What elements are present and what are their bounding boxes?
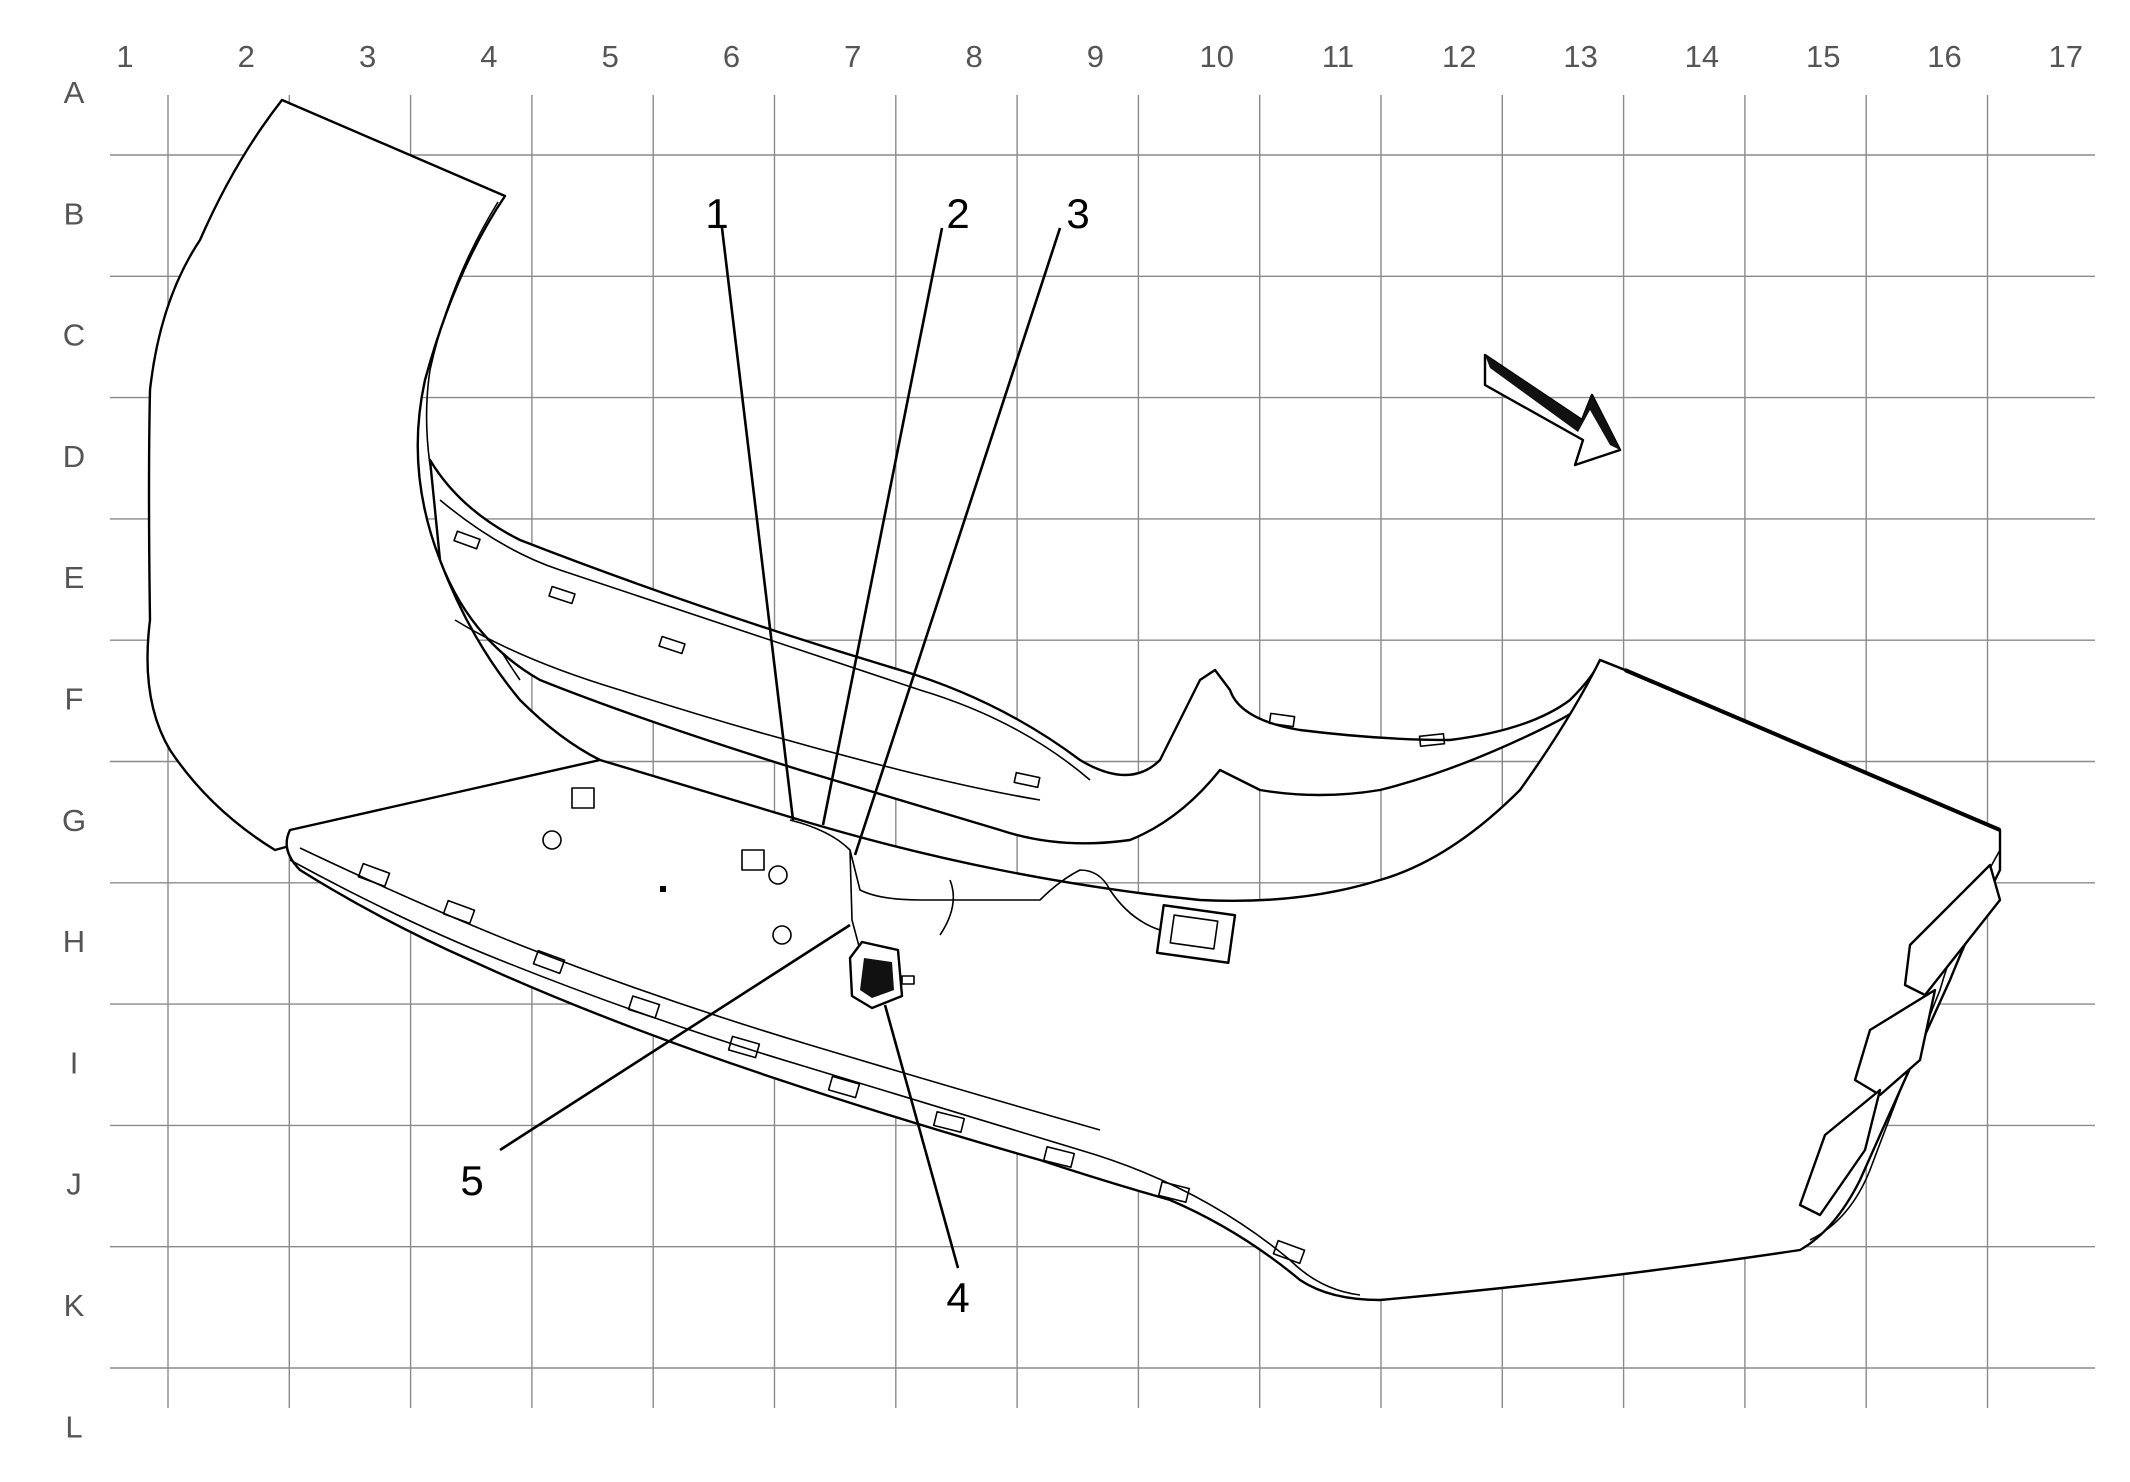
callout-label-2: 2 [946, 190, 969, 237]
harness-connector-inner [1169, 914, 1219, 950]
harness-connector [1155, 904, 1237, 964]
grid-row-label: J [66, 1167, 82, 1202]
grid-row-label: I [70, 1045, 79, 1080]
grid-row-label: B [64, 196, 85, 231]
mount-hole [772, 925, 792, 945]
grid-row-label: F [65, 682, 84, 717]
callout-label-4: 4 [946, 1274, 969, 1321]
leader-4 [883, 1004, 960, 1269]
grid-row-label: L [65, 1409, 82, 1444]
grid-column-label: 14 [1685, 39, 1719, 74]
grid-column-label: 7 [844, 39, 861, 74]
wiring-harness-branch [849, 849, 861, 951]
clip [442, 899, 476, 925]
sensor-module [848, 940, 915, 1010]
clip [1268, 712, 1296, 728]
grid-column-label: 8 [965, 39, 982, 74]
clip [1272, 1239, 1306, 1265]
grid-column-label: 17 [2049, 39, 2083, 74]
right-bracket-1 [1903, 863, 2002, 997]
mount-hole [768, 865, 788, 885]
clip [658, 635, 686, 655]
fascia-rear-face [285, 658, 2002, 1302]
leader-2 [821, 227, 944, 826]
clip [357, 862, 391, 888]
upper-ledge-clips [453, 530, 1446, 789]
leader-3 [853, 227, 1062, 856]
clip [1013, 771, 1041, 789]
grid-row-label: E [64, 560, 85, 595]
clip [932, 1111, 966, 1133]
grid-row-label: D [63, 439, 85, 474]
callout-label-3: 3 [1066, 190, 1089, 237]
grid-column-label: 1 [116, 39, 133, 74]
sensor-face [860, 958, 894, 998]
grid-row-labels: A B C D E F G H I J K L [62, 75, 86, 1444]
grid-column-label: 4 [480, 39, 497, 74]
clip [1418, 732, 1446, 748]
grid-row-label: K [64, 1288, 85, 1323]
clip [1157, 1181, 1191, 1203]
grid-row-label: A [64, 75, 85, 110]
grid-column-label: 2 [238, 39, 255, 74]
grid-column-label: 10 [1199, 39, 1233, 74]
grid-column-label: 13 [1563, 39, 1597, 74]
clip [827, 1075, 861, 1099]
grid-column-label: 3 [359, 39, 376, 74]
mount-hole [542, 830, 562, 850]
wiring-harness-tail [939, 879, 955, 936]
clip [727, 1035, 761, 1059]
leader-1 [720, 227, 795, 821]
fascia-outer-shell [146, 98, 602, 852]
mount-dot [660, 886, 666, 892]
grid-column-label: 12 [1442, 39, 1476, 74]
front-direction-arrow-icon [1483, 353, 1622, 467]
grid-column-label: 9 [1087, 39, 1104, 74]
grid-row-label: C [63, 318, 85, 353]
clip [532, 949, 566, 975]
leader-5 [499, 923, 851, 1152]
fascia-lower-lip [289, 859, 1361, 1296]
ledge-slot-line [454, 619, 1041, 801]
clip [1042, 1146, 1076, 1168]
clip [627, 995, 661, 1019]
right-bracket-3 [1798, 1088, 1882, 1217]
ledge-inner-line [439, 499, 1091, 781]
grid-row-label: H [63, 924, 85, 959]
callout-label-5: 5 [460, 1157, 483, 1204]
clip [453, 530, 481, 550]
grid-column-label: 6 [723, 39, 740, 74]
fascia-lower-lip-inner [299, 847, 1101, 1131]
right-bracket-2 [1853, 988, 1937, 1097]
callout-leaders [499, 227, 1062, 1269]
clip [548, 585, 576, 605]
lower-edge-clips [357, 862, 1306, 1265]
mount-clip [741, 849, 765, 871]
grid-column-label: 16 [1927, 39, 1961, 74]
grid-column-label: 5 [602, 39, 619, 74]
mount-clip [571, 787, 595, 809]
grid-row-label: G [62, 803, 86, 838]
fascia-top-edge [1624, 668, 2001, 832]
grid-column-label: 15 [1806, 39, 1840, 74]
rear-bumper-fascia [146, 98, 2002, 1302]
sensor-tab [901, 975, 915, 985]
callout-label-1: 1 [705, 190, 728, 237]
callout-labels: 1 2 3 4 5 [460, 190, 1089, 1321]
mounting-holes [542, 787, 792, 945]
grid-column-label: 11 [1322, 39, 1354, 74]
